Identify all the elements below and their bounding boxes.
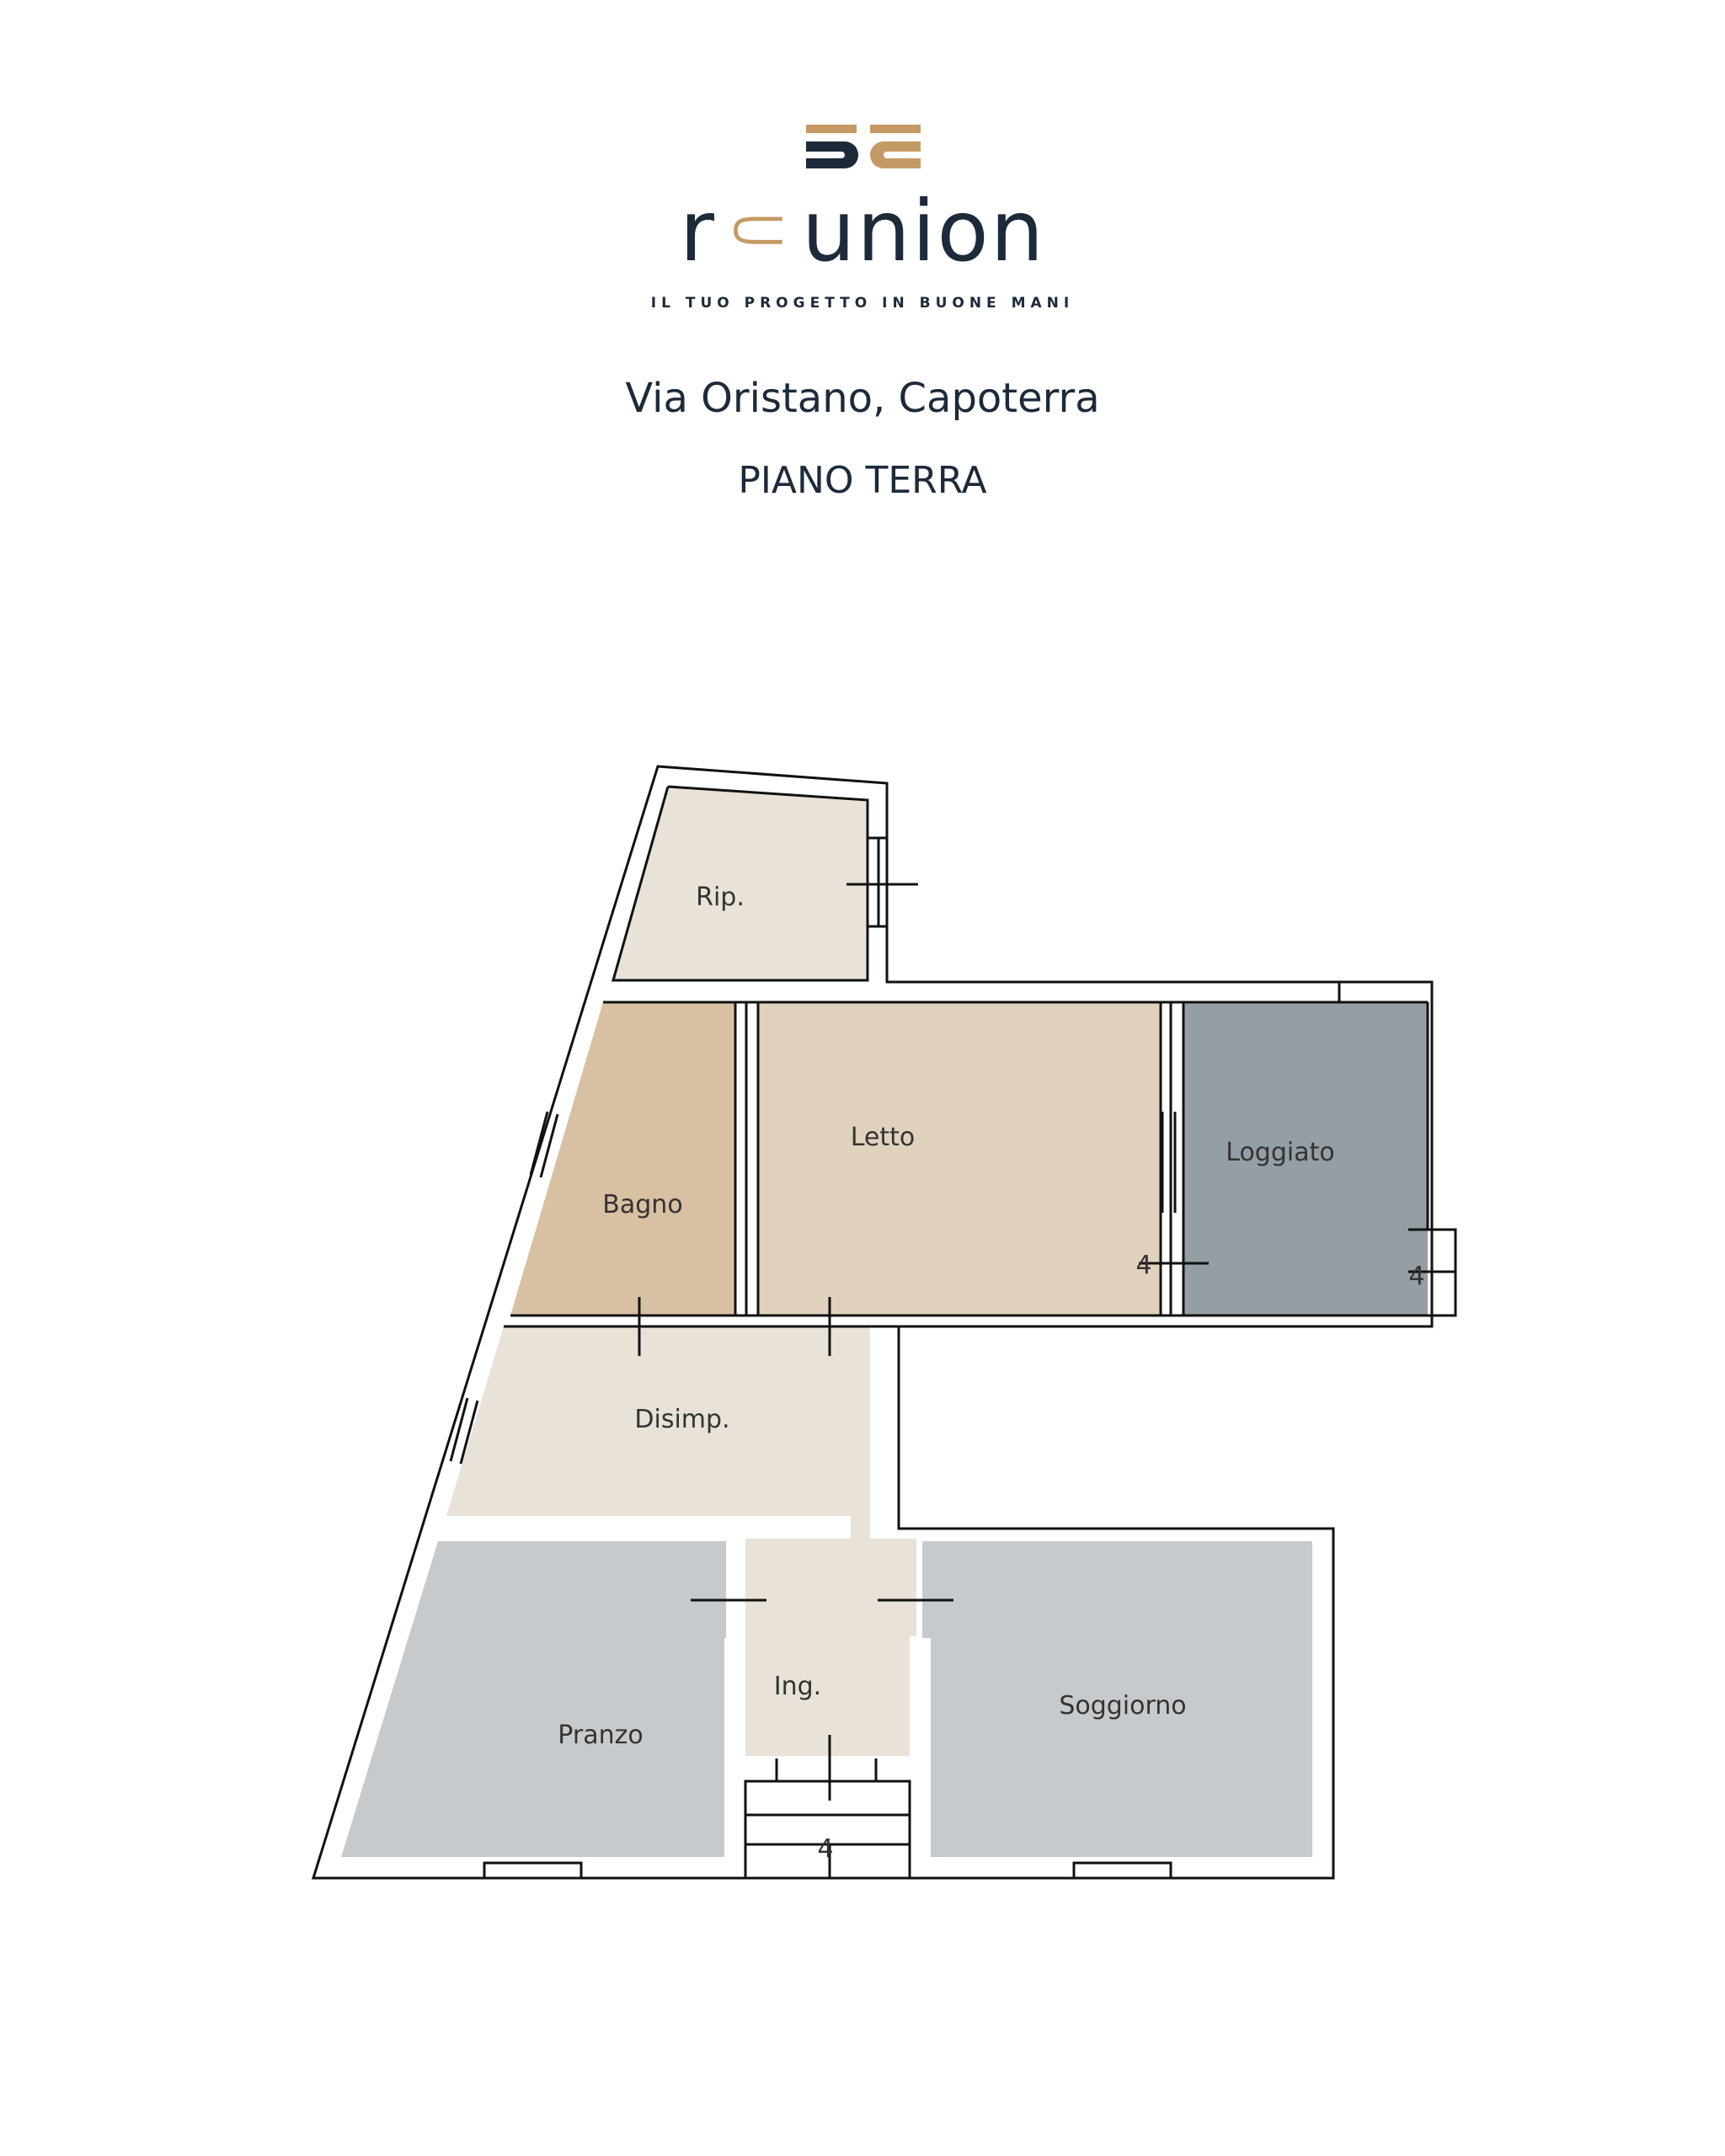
label-pranzo: Pranzo: [558, 1721, 643, 1750]
logo: r⸦union IL TUO PROGETTO IN BUONE MANI: [0, 118, 1725, 320]
label-letto: Letto: [851, 1123, 916, 1152]
label-bagno: Bagno: [602, 1190, 682, 1219]
room-bagno: [510, 1002, 735, 1315]
room-soggiorno: [922, 1541, 1312, 1857]
room-rip: [613, 787, 868, 980]
label-rip: Rip.: [696, 883, 745, 912]
room-pranzo: [341, 1541, 726, 1857]
brand-accent-letter: ⸦: [716, 182, 802, 280]
label-soggiorno: Soggiorno: [1059, 1691, 1186, 1721]
window-pranzo: [483, 1861, 583, 1880]
step-mark-right: 4: [1408, 1262, 1424, 1291]
window-disimp: [449, 1397, 469, 1462]
brand-name: r⸦union: [679, 182, 1046, 280]
window-disimp-2: [459, 1400, 479, 1465]
label-ing: Ing.: [774, 1672, 821, 1701]
entrance-stair: [744, 1780, 911, 1880]
step-mark-letto: 4: [1135, 1251, 1151, 1280]
label-loggiato: Loggiato: [1226, 1138, 1334, 1167]
brand-tagline: IL TUO PROGETTO IN BUONE MANI: [650, 295, 1075, 312]
inner-walls-rip: [611, 785, 869, 982]
logo-mark-icon: [806, 125, 921, 168]
label-disimp: Disimp.: [634, 1405, 729, 1434]
room-ing: [745, 1539, 916, 1756]
window-soggiorno: [1072, 1861, 1172, 1880]
floor-title: PIANO TERRA: [738, 459, 987, 502]
property-address: Via Oristano, Capoterra: [625, 375, 1100, 422]
room-letto: [758, 1002, 1161, 1315]
window-bagno: [529, 1111, 549, 1176]
room-loggiato: [1183, 1002, 1428, 1315]
window-bagno-2: [539, 1113, 559, 1178]
stair-mark: 4: [817, 1834, 833, 1864]
room-disimp: [446, 1326, 870, 1539]
